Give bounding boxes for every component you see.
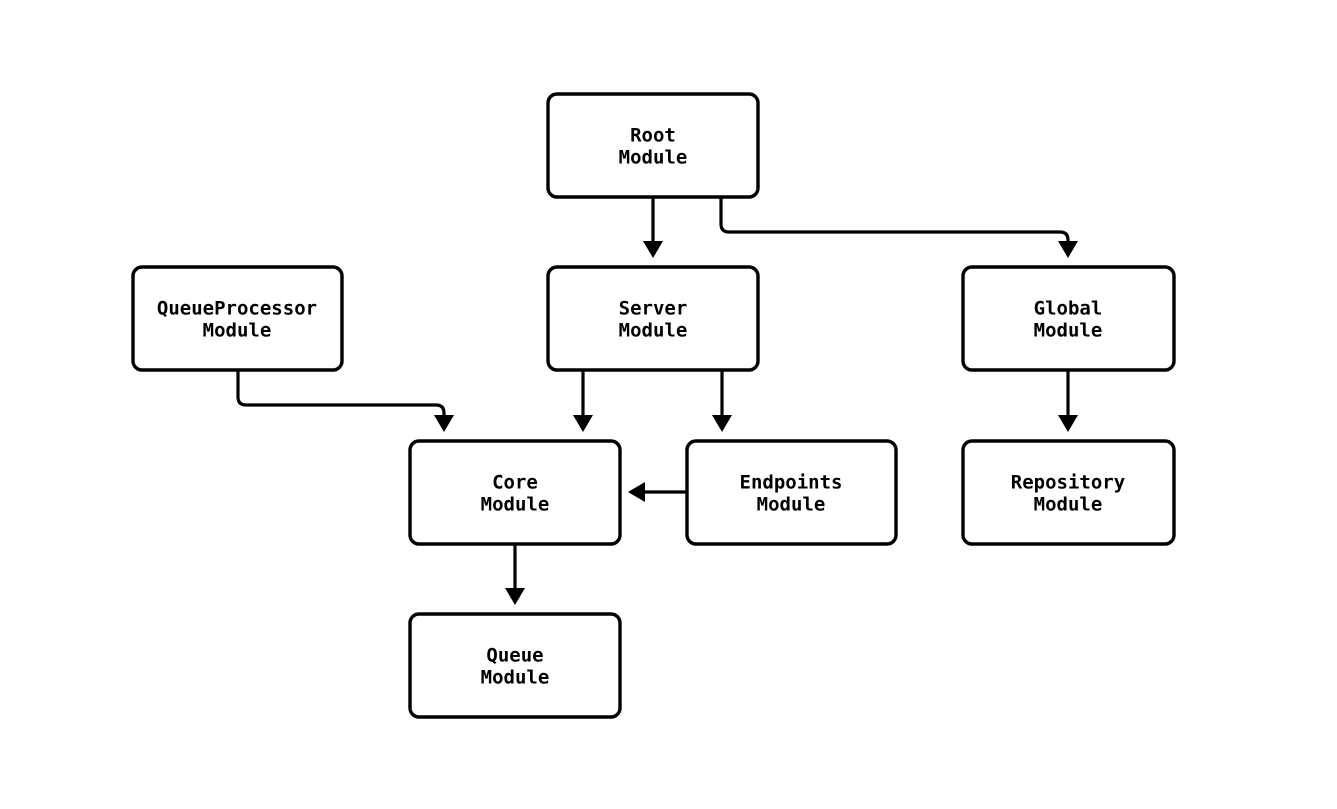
queueprocessor-module-label-line2: Module: [203, 320, 272, 342]
edge-queueprocessor-core-arrowhead: [434, 415, 454, 432]
edge-endpoints-core: [628, 482, 687, 502]
repository-module-node[interactable]: Repository Module: [961, 439, 1176, 546]
server-module-node[interactable]: Server Module: [546, 265, 760, 372]
endpoints-module-node[interactable]: Endpoints Module: [685, 439, 898, 546]
endpoints-module-label-line2: Module: [757, 494, 826, 516]
server-module-label-line2: Module: [619, 320, 688, 342]
core-module-label-line1: Core: [492, 472, 538, 494]
core-module-label-line2: Module: [481, 494, 550, 516]
queue-module-label-line2: Module: [481, 667, 550, 689]
edge-server-endpoints-arrowhead: [712, 415, 732, 432]
queue-module-box[interactable]: [408, 612, 622, 719]
edge-server-core-arrowhead: [573, 415, 593, 432]
edge-global-repository: [1058, 370, 1078, 432]
core-module-box[interactable]: [408, 439, 622, 546]
global-module-label-line2: Module: [1034, 320, 1103, 342]
core-module-node[interactable]: Core Module: [408, 439, 622, 546]
repository-module-label-line2: Module: [1034, 494, 1103, 516]
repository-module-label-line1: Repository: [1011, 472, 1125, 494]
queue-module-label-line1: Queue: [486, 645, 543, 667]
root-module-node[interactable]: Root Module: [546, 92, 760, 199]
queueprocessor-module-box[interactable]: [131, 265, 344, 372]
nodes-layer: Root Module QueueProcessor Module Server…: [131, 92, 1176, 719]
global-module-label-line1: Global: [1034, 298, 1103, 320]
endpoints-module-box[interactable]: [685, 439, 898, 546]
edge-root-global-arrowhead: [1058, 241, 1078, 258]
root-module-label-line2: Module: [619, 147, 688, 169]
endpoints-module-label-line1: Endpoints: [740, 472, 843, 494]
server-module-label-line1: Server: [619, 298, 688, 320]
global-module-box[interactable]: [961, 265, 1176, 372]
edge-endpoints-core-arrowhead: [628, 482, 645, 502]
edge-server-endpoints: [712, 370, 732, 432]
edge-queueprocessor-core: [236, 370, 454, 432]
edge-core-queue: [505, 544, 525, 605]
edges-layer: [236, 197, 1078, 605]
edge-root-server-arrowhead: [643, 241, 663, 258]
edge-server-core: [573, 370, 593, 432]
edge-root-server: [643, 197, 663, 258]
queue-module-node[interactable]: Queue Module: [408, 612, 622, 719]
edge-global-repository-arrowhead: [1058, 415, 1078, 432]
server-module-box[interactable]: [546, 265, 760, 372]
repository-module-box[interactable]: [961, 439, 1176, 546]
queueprocessor-module-node[interactable]: QueueProcessor Module: [131, 265, 344, 372]
global-module-node[interactable]: Global Module: [961, 265, 1176, 372]
edge-root-global-line: [719, 197, 1070, 241]
edge-queueprocessor-core-line: [236, 370, 446, 415]
root-module-label-line1: Root: [630, 125, 676, 147]
queueprocessor-module-label-line1: QueueProcessor: [157, 298, 317, 320]
edge-core-queue-arrowhead: [505, 588, 525, 605]
root-module-box[interactable]: [546, 92, 760, 199]
edge-root-global: [719, 197, 1078, 258]
